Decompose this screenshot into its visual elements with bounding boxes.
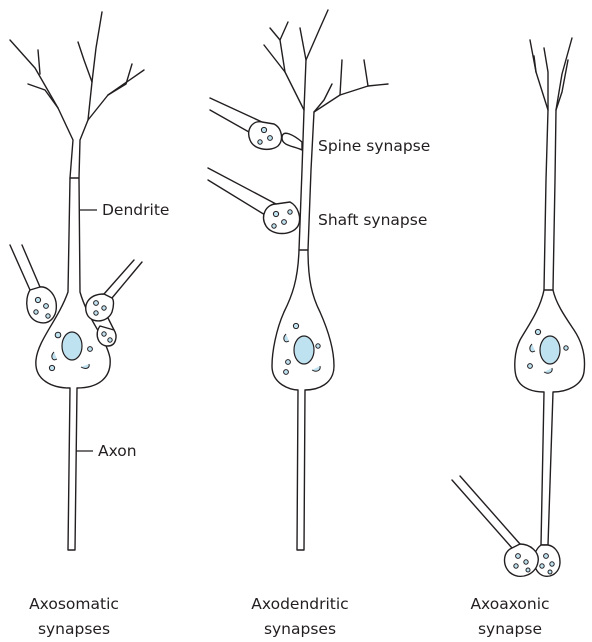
dendrite-tree-1	[10, 12, 144, 178]
spine-synapse-terminal	[210, 98, 281, 149]
axosomatic-terminal-left	[10, 245, 56, 323]
caption-axoaxonic-line1: Axoaxonic	[430, 592, 590, 617]
caption-axosomatic-line2: synapses	[0, 617, 154, 642]
soma-1	[36, 178, 110, 550]
caption-axoaxonic: Axoaxonic synapse	[430, 592, 590, 642]
caption-axosomatic: Axosomatic synapses	[0, 592, 154, 642]
soma-2	[272, 250, 334, 550]
caption-axodendritic-line2: synapses	[220, 617, 380, 642]
shaft-synapse-terminal	[208, 168, 300, 234]
label-spine-synapse: Spine synapse	[318, 137, 430, 155]
caption-axoaxonic-line2: synapse	[430, 617, 590, 642]
nucleus-2	[294, 336, 314, 364]
caption-axodendritic: Axodendritic synapses	[220, 592, 380, 642]
label-dendrite: Dendrite	[102, 201, 169, 219]
caption-axodendritic-line1: Axodendritic	[220, 592, 380, 617]
neuron-axodendritic	[208, 10, 388, 550]
dendrite-tree-3	[530, 38, 572, 290]
neuron-axoaxonic	[452, 38, 585, 576]
soma-3	[515, 290, 585, 545]
neuron-axosomatic	[10, 12, 144, 550]
caption-axosomatic-line1: Axosomatic	[0, 592, 154, 617]
axoaxonic-terminal	[452, 476, 538, 576]
dendritic-spine	[282, 133, 302, 150]
nucleus-3	[540, 336, 560, 364]
nucleus-1	[62, 332, 82, 360]
label-shaft-synapse: Shaft synapse	[318, 211, 427, 229]
label-axon: Axon	[98, 442, 137, 460]
